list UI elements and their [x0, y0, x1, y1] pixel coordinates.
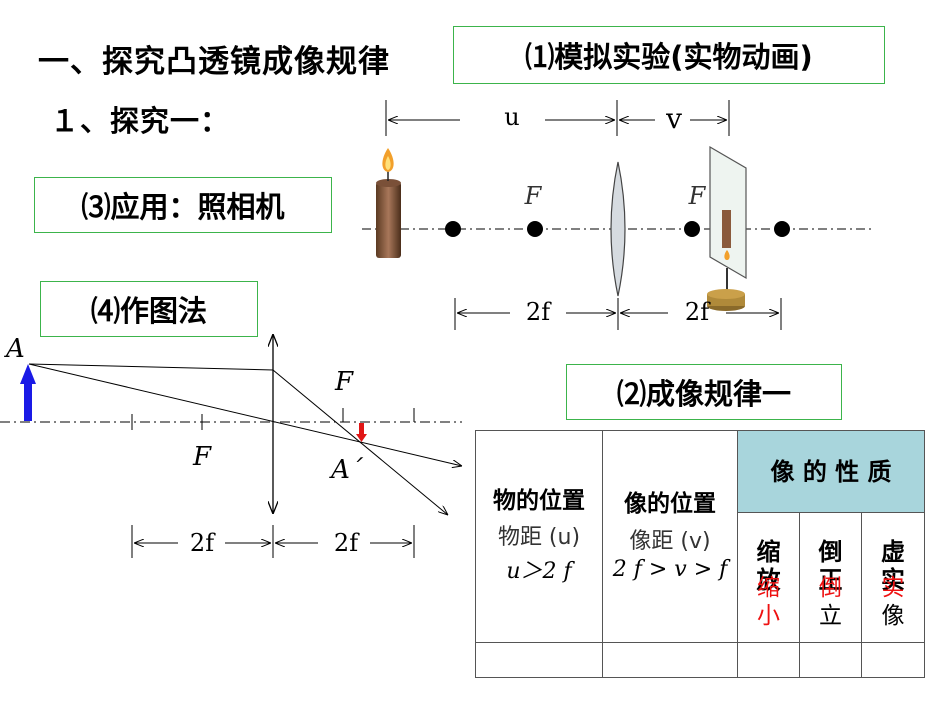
screen-icon: [707, 145, 747, 311]
f-label-bottom: F: [192, 442, 212, 472]
candle-icon: [376, 148, 401, 258]
orientation-answer-1: 倒: [819, 575, 842, 601]
simulate-label: ⑴模拟实验(实物动画): [525, 40, 813, 74]
focus-dot-2f-left: [445, 221, 461, 237]
experiment-diagram: u v F F: [362, 100, 872, 330]
reality-answer-2: 像: [881, 602, 905, 629]
object-distance-condition: u＞2 f: [506, 559, 572, 585]
f-label-top: F: [334, 367, 354, 397]
image-distance-condition: 2 f > v > f: [612, 556, 728, 582]
convex-lens-icon: [610, 161, 626, 297]
size-option-shrink: 缩: [756, 538, 781, 566]
size-option-enlarge: 放: [756, 565, 781, 594]
drawing-label: ⑷作图法: [90, 294, 207, 328]
empty-cell-2: [602, 642, 738, 678]
imaging-rule-button[interactable]: ⑵成像规律一: [566, 364, 842, 420]
rule-label: ⑵成像规律一: [616, 377, 791, 411]
image-arrow: [359, 423, 364, 434]
f-label-left: F: [524, 182, 543, 210]
imaging-rule-table: 物的位置 物距 (u) u＞2 f 像的位置 像距 (v) 2 f > v > …: [475, 430, 926, 678]
ray-parallel: [28, 363, 274, 371]
orientation-option-upright: 正: [818, 565, 843, 594]
page-title: 一、探究凸透镜成像规律: [38, 44, 390, 80]
image-position-title: 像的位置: [624, 491, 716, 518]
v-label: v: [665, 102, 682, 135]
size-answer-1: 缩: [757, 575, 780, 601]
drawing-method-button[interactable]: ⑷作图法: [40, 281, 258, 337]
empty-cell-3: [737, 642, 800, 678]
two-f-label-left-top: 2f: [526, 298, 552, 326]
object-arrow: [24, 383, 32, 421]
focus-dot-f-right: [684, 221, 700, 237]
two-f-label-right-top: 2f: [685, 298, 711, 326]
orientation-option-inverted: 倒: [818, 538, 843, 566]
focus-dot-2f-right: [774, 221, 790, 237]
size-cell: 缩 放 缩 小: [737, 512, 800, 643]
focus-dot-f-left: [527, 221, 543, 237]
two-f-label-left-bottom: 2f: [190, 529, 216, 557]
u-label: u: [504, 103, 519, 131]
section-subtitle: １、探究一：: [50, 104, 231, 138]
ray-center: [28, 363, 462, 466]
reality-option-virtual: 虚: [881, 538, 905, 566]
empty-cell-5: [860, 642, 926, 678]
two-f-label-right-bottom: 2f: [334, 529, 360, 557]
simulate-experiment-button[interactable]: ⑴模拟实验(实物动画): [453, 26, 885, 84]
orientation-answer-2: 立: [819, 602, 842, 629]
application-camera-button[interactable]: ⑶应用：照相机: [34, 177, 332, 233]
ray-diagram: A F F A´ 2f 2f: [0, 334, 462, 558]
f-label-right: F: [688, 182, 707, 210]
reality-option-real: 实: [881, 565, 905, 594]
image-position-header: 像的位置 像距 (v) 2 f > v > f: [602, 430, 738, 643]
a-label: A: [4, 334, 25, 364]
application-label: ⑶应用：照相机: [81, 190, 285, 224]
reality-answer-1: 实: [881, 575, 905, 601]
reality-cell: 虚 实 实 像: [860, 512, 926, 643]
a-prime-label: A´: [329, 455, 364, 485]
object-distance-label: 物距 (u): [497, 525, 581, 551]
size-answer-2: 小: [757, 602, 780, 629]
empty-cell-4: [799, 642, 862, 678]
object-position-header: 物的位置 物距 (u) u＞2 f: [475, 430, 603, 643]
image-distance-label: 像距 (v): [629, 528, 711, 554]
image-property-header: 像 的 性 质: [736, 430, 926, 513]
object-position-title: 物的位置: [493, 487, 585, 514]
orientation-cell: 倒 正 倒 立: [799, 512, 862, 643]
empty-cell-1: [475, 642, 603, 678]
